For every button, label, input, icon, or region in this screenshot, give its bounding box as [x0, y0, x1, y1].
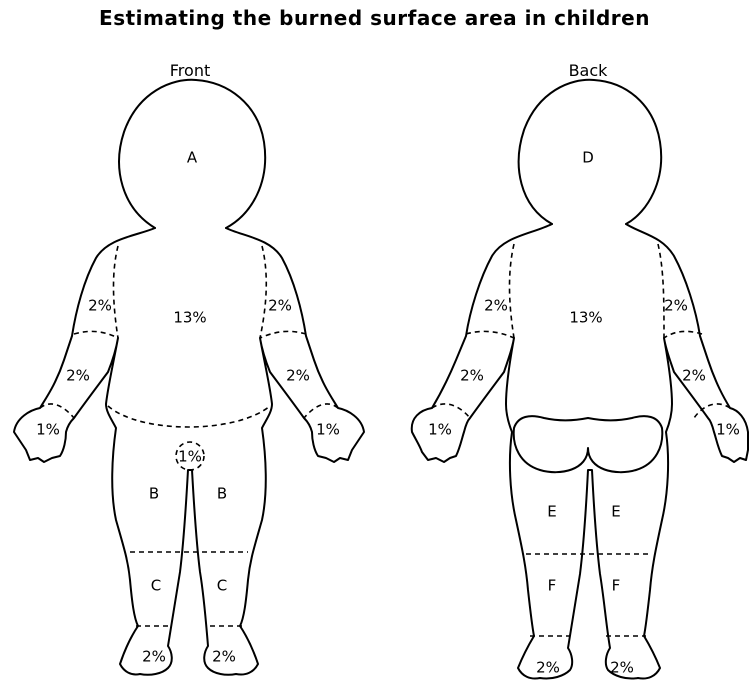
- back-leg-right-label: F: [612, 577, 621, 595]
- back-hand-left-label: 1%: [428, 421, 452, 439]
- front-genital-label: 1%: [178, 448, 202, 466]
- front-thigh-right-label: B: [217, 485, 227, 503]
- back-trunk-label: 13%: [569, 309, 602, 327]
- back-foot-left-label: 2%: [536, 659, 560, 677]
- back-leg-left-label: F: [548, 577, 557, 595]
- back-upper-arm-right-label: 2%: [664, 297, 688, 315]
- front-upper-arm-right-label: 2%: [268, 297, 292, 315]
- front-upper-arm-left-label: 2%: [88, 297, 112, 315]
- front-trunk-label: 13%: [173, 309, 206, 327]
- front-figure: Front A 13% 2% 2% 2% 2% 1% 1% 1% B B C C…: [14, 61, 364, 675]
- back-upper-arm-left-label: 2%: [484, 297, 508, 315]
- back-foot-right-label: 2%: [610, 659, 634, 677]
- front-leg-right-label: C: [217, 577, 227, 595]
- front-foot-left-label: 2%: [142, 648, 166, 666]
- front-hand-right-label: 1%: [316, 421, 340, 439]
- back-thigh-left-label: E: [547, 503, 556, 521]
- back-body-outline: [412, 224, 748, 679]
- front-forearm-right-label: 2%: [286, 367, 310, 385]
- front-thigh-left-label: B: [149, 485, 159, 503]
- back-head-label: D: [582, 149, 594, 167]
- back-figure: Back D 13% 2% 2% 2% 2% 1% 1% E E F F 2% …: [412, 61, 748, 679]
- front-head-label: A: [187, 149, 198, 167]
- back-buttocks-outline: [514, 416, 663, 472]
- back-forearm-right-label: 2%: [682, 367, 706, 385]
- back-forearm-left-label: 2%: [460, 367, 484, 385]
- front-leg-left-label: C: [151, 577, 161, 595]
- back-view-label: Back: [569, 61, 609, 80]
- front-hand-left-label: 1%: [36, 421, 60, 439]
- back-thigh-right-label: E: [611, 503, 620, 521]
- back-hand-right-label: 1%: [716, 421, 740, 439]
- front-foot-right-label: 2%: [212, 648, 236, 666]
- front-view-label: Front: [170, 61, 210, 80]
- front-forearm-left-label: 2%: [66, 367, 90, 385]
